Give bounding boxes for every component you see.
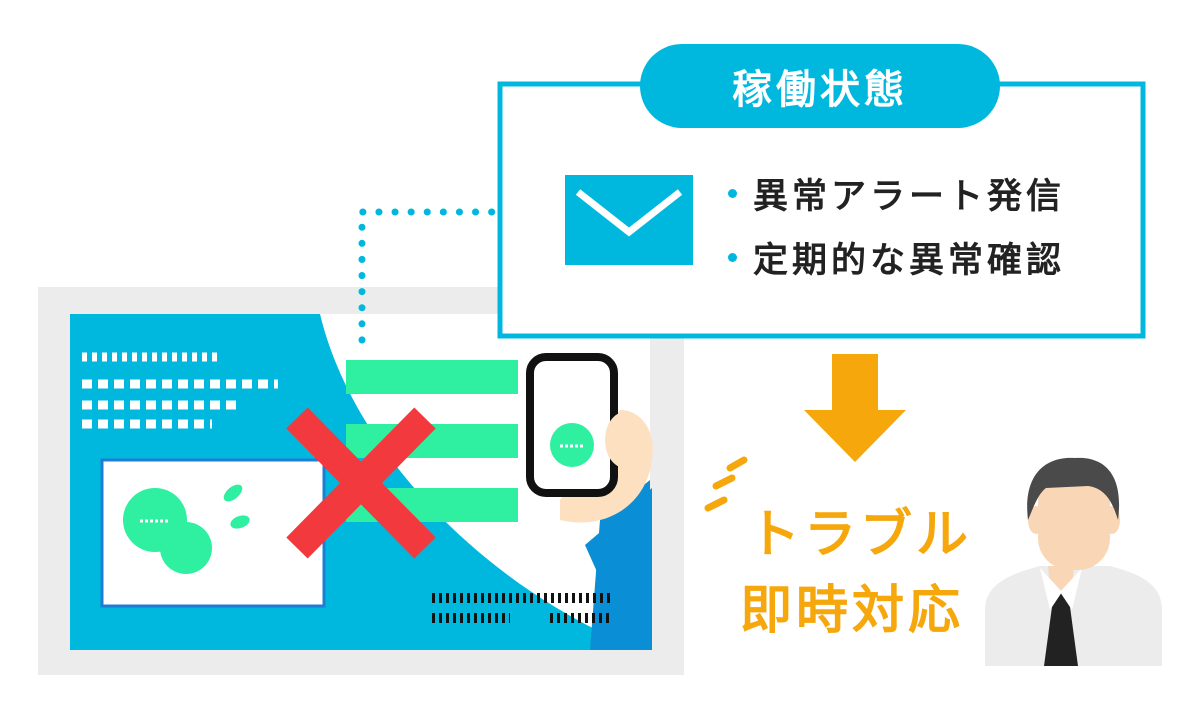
status-item: 異常アラート発信	[728, 168, 1065, 219]
green-status-bars	[346, 360, 518, 522]
status-item: 定期的な異常確認	[728, 232, 1065, 283]
device-text-lines	[82, 352, 278, 429]
hand-with-phone	[526, 353, 653, 650]
result-line-2: 即時対応	[740, 581, 965, 641]
status-item-label: 異常アラート発信	[753, 177, 1066, 217]
status-title: 稼働状態	[640, 44, 1000, 128]
dotted-connector	[358, 208, 504, 344]
error-x-icon	[286, 407, 436, 559]
leaf-logo-icon	[123, 484, 250, 574]
down-arrow-icon	[804, 354, 906, 462]
bullet-icon	[728, 189, 737, 198]
bullet-icon	[728, 253, 737, 262]
person-icon	[985, 457, 1162, 666]
device-barcode	[432, 593, 610, 623]
mail-icon	[565, 175, 693, 265]
status-item-label: 定期的な異常確認	[753, 241, 1066, 281]
result-line-1: トラブル	[748, 505, 973, 565]
alert-spark-icon	[704, 456, 748, 512]
